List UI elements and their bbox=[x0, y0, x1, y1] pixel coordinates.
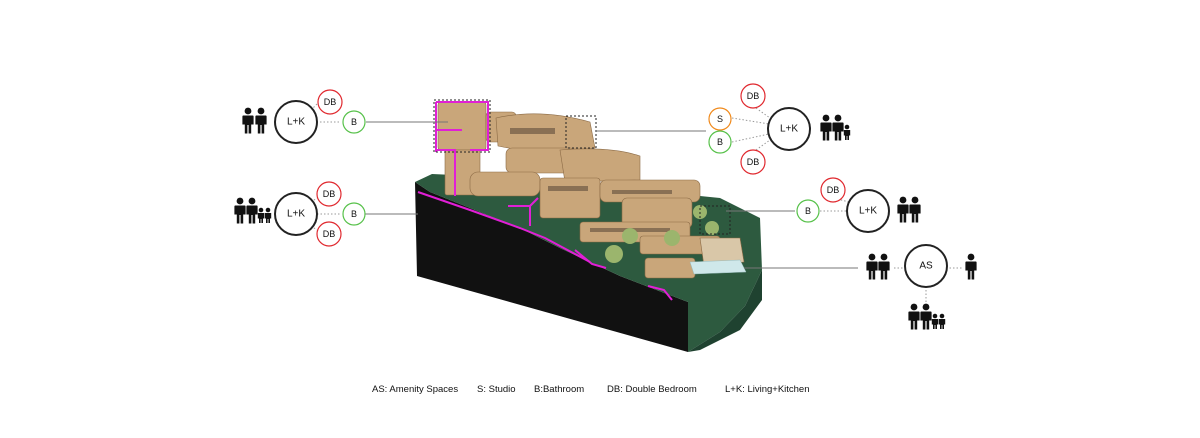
legend-bathroom: B:Bathroom bbox=[534, 384, 585, 395]
double-bedroom-label: DB bbox=[747, 91, 760, 101]
living-kitchen-label: L+K bbox=[287, 117, 305, 128]
legend: AS: Amenity Spaces S: Studio B:Bathroom … bbox=[0, 384, 1200, 400]
living-kitchen-label: L+K bbox=[780, 124, 798, 135]
legend-living-kitchen: L+K: Living+Kitchen bbox=[725, 384, 810, 395]
terrain-section-cut bbox=[415, 182, 688, 352]
double-bedroom-node: DB bbox=[740, 149, 766, 175]
bathroom-node: B bbox=[796, 199, 820, 223]
unit-group-top-right: DB S B DB L+K bbox=[708, 83, 851, 175]
double-bedroom-node: DB bbox=[316, 221, 342, 247]
pair-of-adults-icon bbox=[242, 107, 267, 134]
family-icon bbox=[908, 303, 946, 330]
legend-studio: S: Studio bbox=[477, 384, 516, 395]
pair-of-adults-icon bbox=[897, 196, 921, 223]
bathroom-label: B bbox=[717, 137, 723, 147]
double-bedroom-node: DB bbox=[317, 89, 343, 115]
living-kitchen-node: L+K bbox=[274, 100, 318, 144]
family-icon bbox=[820, 114, 851, 141]
bathroom-node: B bbox=[342, 202, 366, 226]
family-icon bbox=[234, 197, 272, 224]
unit-group-middle-left: L+K DB DB B bbox=[234, 181, 366, 247]
double-bedroom-label: DB bbox=[323, 229, 336, 239]
studio-label: S bbox=[717, 114, 723, 124]
double-bedroom-node: DB bbox=[820, 177, 846, 203]
double-bedroom-label: DB bbox=[827, 185, 840, 195]
living-kitchen-node: L+K bbox=[274, 192, 318, 236]
amenity-group: AS bbox=[866, 244, 977, 330]
double-bedroom-node: DB bbox=[740, 83, 766, 109]
studio-node: S bbox=[708, 107, 732, 131]
connector-lines bbox=[365, 121, 858, 269]
double-bedroom-label: DB bbox=[323, 189, 336, 199]
living-kitchen-label: L+K bbox=[287, 209, 305, 220]
pair-of-adults-icon bbox=[866, 253, 890, 280]
amenity-node: AS bbox=[904, 244, 948, 288]
double-bedroom-label: DB bbox=[747, 157, 760, 167]
building-section-model bbox=[415, 99, 762, 352]
bathroom-label: B bbox=[351, 117, 357, 127]
amenity-label: AS bbox=[919, 261, 933, 272]
bathroom-label: B bbox=[351, 209, 357, 219]
living-kitchen-label: L+K bbox=[859, 206, 877, 217]
living-kitchen-node: L+K bbox=[767, 107, 811, 151]
bathroom-node: B bbox=[708, 130, 732, 154]
legend-amenity: AS: Amenity Spaces bbox=[372, 384, 459, 395]
double-bedroom-node: DB bbox=[316, 181, 342, 207]
unit-group-top-left: L+K DB B bbox=[242, 89, 366, 144]
trees bbox=[605, 205, 719, 263]
unit-highlight-outlines bbox=[417, 101, 673, 301]
bathroom-node: B bbox=[342, 110, 366, 134]
double-bedroom-label: DB bbox=[324, 97, 337, 107]
bathroom-label: B bbox=[805, 206, 811, 216]
single-person-icon bbox=[965, 253, 977, 280]
legend-double-bedroom: DB: Double Bedroom bbox=[607, 384, 697, 395]
living-kitchen-node: L+K bbox=[846, 189, 890, 233]
pool bbox=[689, 259, 747, 275]
wooden-structure bbox=[437, 101, 745, 279]
unit-group-middle-right: B DB L+K bbox=[796, 177, 921, 233]
